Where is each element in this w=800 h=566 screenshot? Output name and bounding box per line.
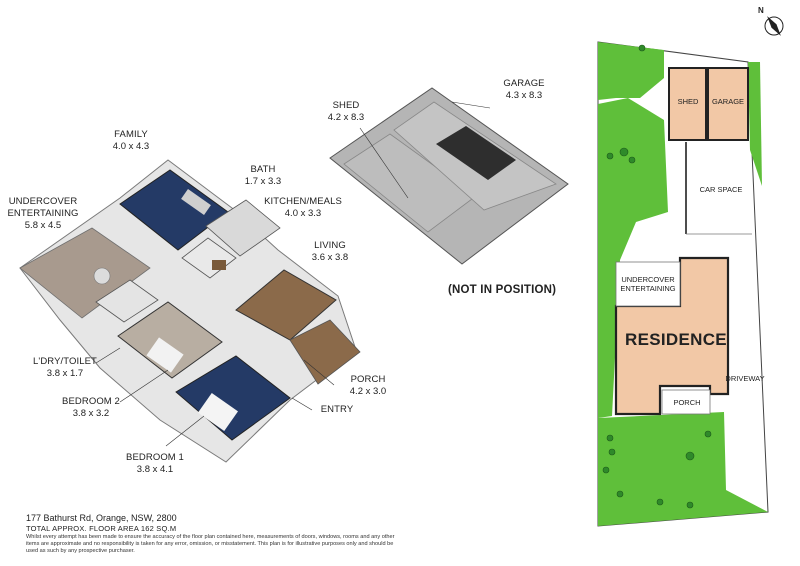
room-dims: 4.2 x 3.0 [349, 386, 387, 397]
disclaimer: Whilst every attempt has been made to en… [26, 534, 395, 555]
bedroom1-floor [175, 355, 291, 441]
lawn-right-strip [748, 62, 762, 186]
not-in-position-note: (NOT IN POSITION) [448, 284, 557, 296]
bed-bedroom1 [198, 392, 238, 432]
lawn-front [598, 412, 768, 526]
leader-lines [95, 101, 491, 447]
room-label-living: LIVING 3.6 x 3.8 [300, 240, 360, 264]
room-dims: 3.8 x 1.7 [46, 368, 84, 379]
lawn-back [598, 42, 664, 100]
room-name: BATH [250, 164, 276, 175]
room-label-entry: ENTRY [312, 404, 362, 416]
room-dims: 3.8 x 4.1 [136, 464, 174, 475]
site-label-shed: SHED [677, 97, 699, 106]
address: 177 Bathurst Rd, Orange, NSW, 2800 [26, 513, 177, 523]
kitchen-floor [205, 199, 281, 257]
room-name: ENTRY [320, 404, 354, 415]
bedroom2-floor [117, 301, 223, 379]
compass-north-label: N [758, 6, 764, 15]
room-name: SHED [332, 100, 360, 111]
room-label-shed: SHED 4.2 x 8.3 [316, 100, 376, 124]
room-label-family: FAMILY 4.0 x 4.3 [96, 129, 166, 153]
room-name: KITCHEN/MEALS [264, 196, 342, 207]
room-label-laundry: L'DRY/TOILET 3.8 x 1.7 [28, 356, 102, 380]
room-label-bath: BATH 1.7 x 3.3 [228, 164, 298, 188]
room-dims: 1.7 x 3.3 [244, 176, 282, 187]
compass-icon [764, 16, 784, 36]
room-dims: 4.0 x 3.3 [284, 208, 322, 219]
room-name: BEDROOM 2 [62, 396, 120, 407]
room-dims: 4.3 x 8.3 [505, 90, 543, 101]
room-name: UNDERCOVER ENTERTAINING [7, 196, 79, 219]
porch-floor [289, 319, 361, 385]
footer: 177 Bathurst Rd, Orange, NSW, 2800 TOTAL… [26, 513, 406, 556]
room-label-kitchen: KITCHEN/MEALS 4.0 x 3.3 [258, 196, 348, 220]
sofa [181, 189, 211, 215]
site-undercover [615, 261, 681, 307]
room-dims: 4.2 x 8.3 [327, 112, 365, 123]
site-label-car-space: CAR SPACE [699, 185, 743, 194]
site-garage [707, 67, 749, 141]
room-name: FAMILY [114, 129, 148, 140]
undercover-deck [19, 227, 151, 319]
house-3d-plan [19, 159, 361, 463]
laundry-floor [95, 279, 159, 323]
room-name: GARAGE [503, 78, 545, 89]
room-name: BEDROOM 1 [126, 452, 184, 463]
dining-table [212, 260, 226, 270]
site-label-porch: PORCH [673, 398, 701, 407]
room-name: L'DRY/TOILET [33, 356, 97, 367]
site-label-garage: GARAGE [711, 97, 745, 106]
room-dims: 4.0 x 4.3 [112, 141, 150, 152]
room-name: LIVING [314, 240, 346, 251]
room-dims: 3.8 x 3.2 [72, 408, 110, 419]
site-label-residence: RESIDENCE [625, 330, 727, 349]
shed-garage-3d [329, 87, 569, 265]
site-shed [668, 67, 707, 141]
room-label-bedroom2: BEDROOM 2 3.8 x 3.2 [54, 396, 128, 420]
floor-area: TOTAL APPROX. FLOOR AREA 162 SQ.M [26, 524, 177, 533]
car [436, 126, 516, 180]
site-label-driveway: DRIVEWAY [725, 374, 765, 383]
outdoor-table [93, 267, 111, 285]
room-name: PORCH [350, 374, 386, 385]
living-floor [235, 269, 337, 341]
site-label-undercover: UNDERCOVER ENTERTAINING [620, 275, 676, 293]
room-label-porch: PORCH 4.2 x 3.0 [336, 374, 400, 398]
room-label-bedroom1: BEDROOM 1 3.8 x 4.1 [118, 452, 192, 476]
room-dims: 5.8 x 4.5 [24, 220, 62, 231]
room-label-garage: GARAGE 4.3 x 8.3 [494, 78, 554, 102]
room-dims: 3.6 x 3.8 [311, 252, 349, 263]
bed-bedroom2 [146, 337, 184, 373]
trees [602, 44, 712, 509]
room-label-undercover: UNDERCOVER ENTERTAINING 5.8 x 4.5 [2, 196, 84, 232]
site-porch [661, 389, 711, 415]
